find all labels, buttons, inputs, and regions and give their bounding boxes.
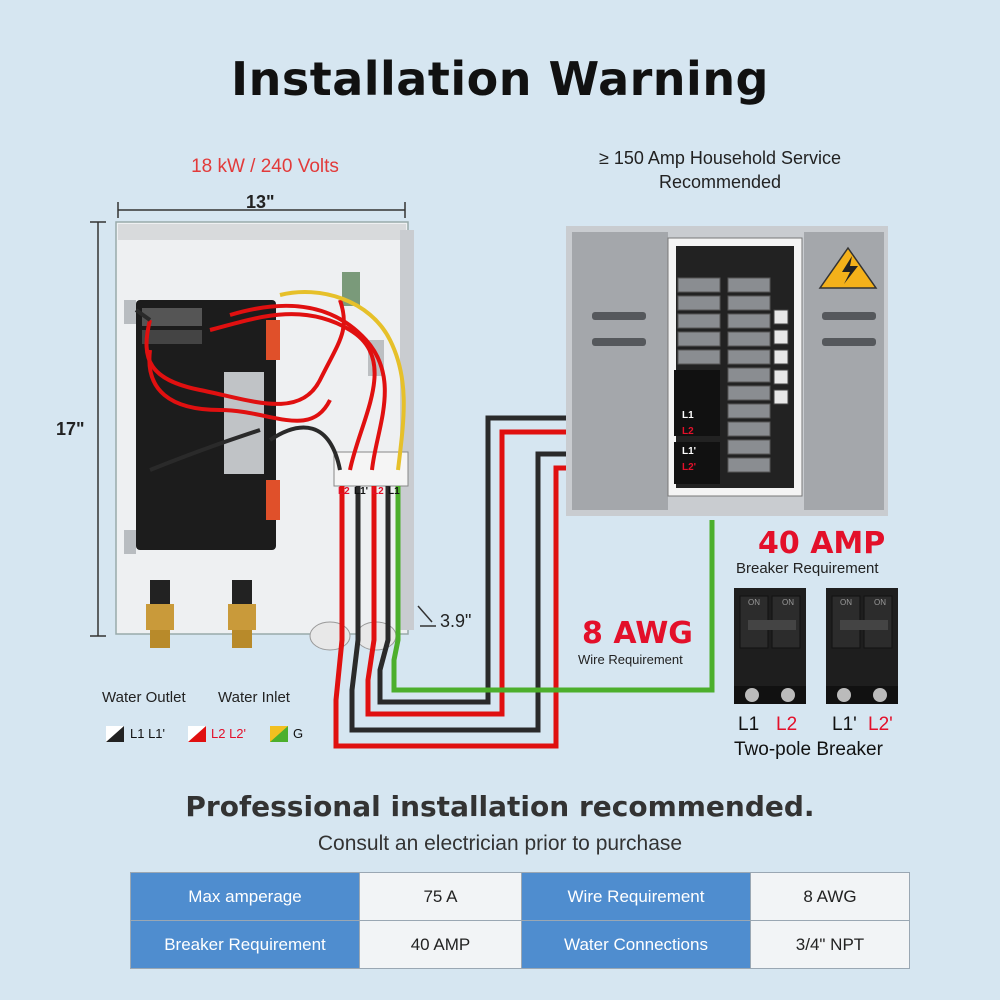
wire-l1 — [377, 415, 672, 705]
water-inlet-label: Water Inlet — [218, 689, 290, 706]
breaker-on-mark-2: ON — [782, 598, 794, 607]
panel-slot-l2-prime: L2' — [682, 462, 697, 473]
depth-dimension-label: 3.9" — [440, 611, 472, 631]
spec-key: Water Connections — [521, 920, 751, 969]
spec-table: Max amperage 75 A Wire Requirement 8 AWG… — [130, 872, 910, 969]
width-dimension-label: 13" — [246, 192, 275, 212]
page-title: Installation Warning — [231, 52, 769, 106]
pole-label-l1: L1 — [738, 714, 760, 735]
width-dimension-line — [117, 202, 406, 218]
terminal-label-l1: L1 — [388, 486, 400, 497]
legend-ground-label: G — [293, 726, 304, 741]
wire-gauge-label: 8 AWG — [582, 616, 693, 651]
table-row: Max amperage 75 A Wire Requirement 8 AWG — [130, 872, 910, 921]
spec-key: Max amperage — [130, 872, 360, 921]
breaker-on-mark-4: ON — [874, 598, 886, 607]
internal-wiring — [134, 290, 406, 472]
panel-slot-l1: L1 — [682, 410, 694, 421]
legend-black-label: L1 L1' — [130, 726, 166, 741]
water-heater-unit — [115, 221, 414, 651]
pole-label-l1-prime: L1' — [832, 714, 857, 735]
water-outlet-label: Water Outlet — [102, 689, 186, 706]
terminal-label-l2: L2 — [372, 486, 384, 497]
breaker-amp-label: 40 AMP — [758, 526, 886, 561]
spec-key: Wire Requirement — [521, 872, 751, 921]
wire-l2-prime — [333, 465, 672, 749]
two-pole-breaker-1 — [734, 588, 806, 704]
installation-headline: Professional installation recommended. — [185, 790, 815, 823]
electrical-panel — [566, 226, 888, 516]
wire-requirement-caption: Wire Requirement — [578, 652, 683, 667]
water-inlet-fitting — [228, 580, 256, 648]
spec-value: 3/4" NPT — [750, 920, 910, 969]
power-rating-label: 18 kW / 240 Volts — [191, 156, 339, 177]
spec-value: 40 AMP — [359, 920, 522, 969]
service-line-1: ≥ 150 Amp Household Service — [598, 148, 841, 168]
table-row: Breaker Requirement 40 AMP Water Connect… — [130, 920, 910, 969]
breaker-slots — [677, 277, 771, 473]
water-outlet-fitting — [146, 580, 174, 648]
height-dimension-line — [90, 221, 106, 637]
pole-label-l2: L2 — [776, 714, 798, 735]
installation-subline: Consult an electrician prior to purchase — [317, 832, 683, 855]
breaker-requirement-caption: Breaker Requirement — [736, 560, 879, 577]
two-pole-breaker-2 — [826, 588, 898, 704]
panel-slot-l1-prime: L1' — [682, 446, 697, 457]
service-line-2: Recommended — [658, 172, 782, 192]
wire-l1-prime — [349, 451, 672, 733]
legend-swatches — [106, 726, 288, 742]
breaker-type-label: Two-pole Breaker — [734, 739, 883, 760]
high-voltage-warning-icon — [818, 246, 878, 289]
breaker-on-mark-1: ON — [748, 598, 760, 607]
depth-dimension-line — [417, 605, 436, 627]
height-dimension-label: 17" — [56, 419, 85, 439]
breaker-on-mark-3: ON — [840, 598, 852, 607]
service-recommendation: ≥ 150 Amp Household Service Recommended — [560, 146, 880, 194]
panel-slot-l2: L2 — [682, 426, 694, 437]
heat-sink — [224, 372, 264, 474]
spec-key: Breaker Requirement — [130, 920, 360, 969]
pole-label-l2-prime: L2' — [868, 714, 893, 735]
terminal-label-l1-prime: L1' — [354, 486, 369, 497]
heating-element-block — [136, 300, 276, 550]
terminal-label-l2-prime: L2 — [338, 486, 350, 497]
spec-value: 75 A — [359, 872, 522, 921]
wire-l2 — [365, 429, 672, 717]
spec-value: 8 AWG — [750, 872, 910, 921]
legend-red-label: L2 L2' — [211, 726, 247, 741]
wire-ground — [391, 486, 715, 693]
